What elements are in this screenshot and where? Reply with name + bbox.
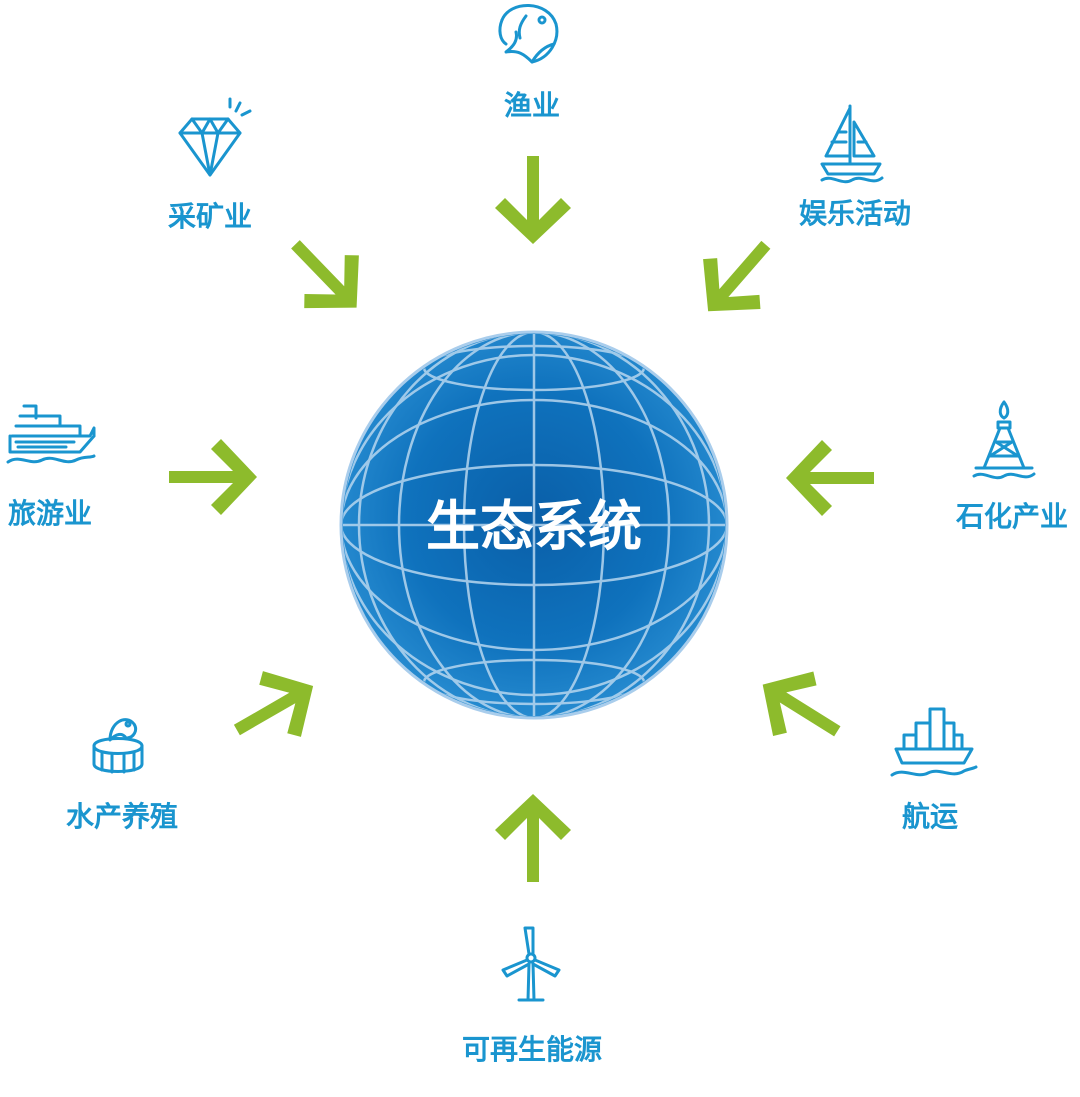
arrow-aquaculture bbox=[233, 671, 314, 737]
globe-grid bbox=[343, 334, 725, 716]
arrow-entertainment bbox=[703, 240, 771, 312]
label-entertainment: 娱乐活动 bbox=[799, 197, 911, 230]
labels: 渔业 娱乐活动 石化产业 航运 可再生能源 水产养殖 旅游业 采矿业 bbox=[8, 89, 1068, 1066]
arrow-shipping bbox=[762, 671, 841, 737]
wind-turbine-icon bbox=[501, 926, 561, 1002]
fish-farm-icon bbox=[92, 718, 144, 774]
label-renewable: 可再生能源 bbox=[462, 1033, 602, 1066]
arrow-petrochemical bbox=[786, 440, 874, 516]
label-mining: 采矿业 bbox=[168, 200, 252, 233]
oil-rig-icon bbox=[972, 400, 1036, 480]
cruise-ship-icon bbox=[6, 404, 96, 464]
arrow-mining bbox=[291, 240, 359, 309]
label-petrochemical: 石化产业 bbox=[955, 500, 1068, 533]
sailboat-icon bbox=[820, 104, 884, 184]
label-aquaculture: 水产养殖 bbox=[66, 800, 178, 833]
fish-icon bbox=[498, 4, 559, 64]
arrow-fishing bbox=[495, 156, 571, 244]
label-shipping: 航运 bbox=[902, 800, 958, 833]
label-fishing: 渔业 bbox=[504, 89, 560, 122]
label-tourism: 旅游业 bbox=[8, 497, 92, 530]
center-label: 生态系统 bbox=[426, 495, 642, 558]
arrows bbox=[169, 156, 874, 882]
cargo-ship-icon bbox=[890, 707, 978, 777]
arrow-renewable bbox=[495, 794, 571, 882]
diamond-icon bbox=[178, 97, 252, 177]
arrow-tourism bbox=[169, 439, 257, 515]
globe: 生态系统 bbox=[339, 330, 729, 720]
icons bbox=[6, 4, 1036, 1002]
